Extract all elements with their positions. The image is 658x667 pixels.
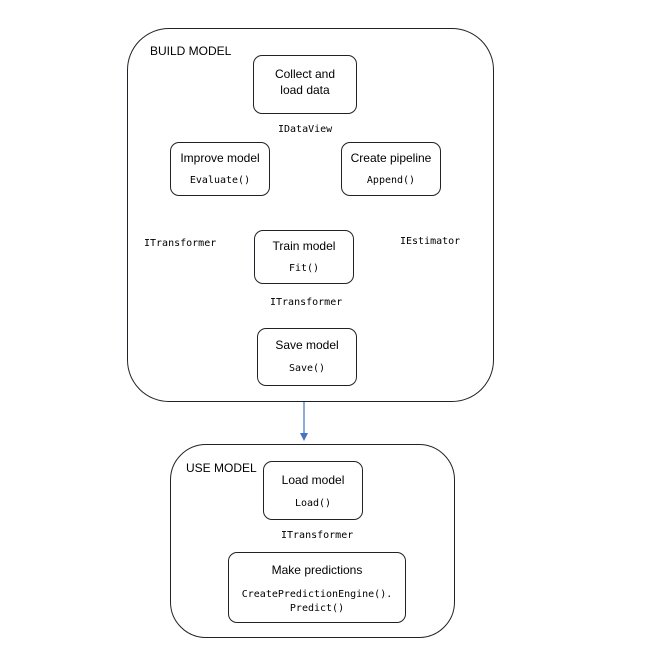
fit-method: Fit() (288, 263, 320, 274)
label-itransformer-train-save: ITransformer (270, 297, 343, 308)
make-predictions-node: Make predictions CreatePredictionEngine(… (228, 552, 406, 623)
append-method: Append() (366, 175, 416, 186)
improve-model-node: Improve model Evaluate() (170, 142, 270, 196)
save-method: Save() (288, 363, 326, 374)
predict-method: Predict() (289, 603, 345, 614)
collect-data-node: Collect and load data (253, 55, 357, 114)
save-model-node: Save model Save() (257, 328, 357, 386)
label-itransformer-load-predict: ITransformer (281, 530, 354, 541)
label-idataview: IDataView (278, 124, 333, 135)
evaluate-method: Evaluate() (189, 175, 251, 186)
label-itransformer-left: ITransformer (144, 238, 217, 249)
load-model-title: Load model (281, 473, 345, 487)
improve-model-title: Improve model (180, 151, 260, 165)
save-model-title: Save model (275, 338, 339, 352)
use-model-title: USE MODEL (186, 461, 257, 475)
train-model-node: Train model Fit() (254, 230, 354, 284)
collect-data-title: Collect and load data (274, 67, 336, 97)
load-model-node: Load model Load() (263, 461, 363, 520)
create-prediction-engine-method: CreatePredictionEngine(). (241, 589, 393, 600)
make-predictions-title: Make predictions (271, 563, 363, 577)
build-model-title: BUILD MODEL (150, 44, 232, 58)
train-model-title: Train model (272, 239, 336, 253)
label-iestimator: IEstimator (400, 236, 461, 247)
load-method: Load() (294, 498, 332, 509)
create-pipeline-title: Create pipeline (350, 151, 432, 165)
create-pipeline-node: Create pipeline Append() (341, 142, 441, 196)
